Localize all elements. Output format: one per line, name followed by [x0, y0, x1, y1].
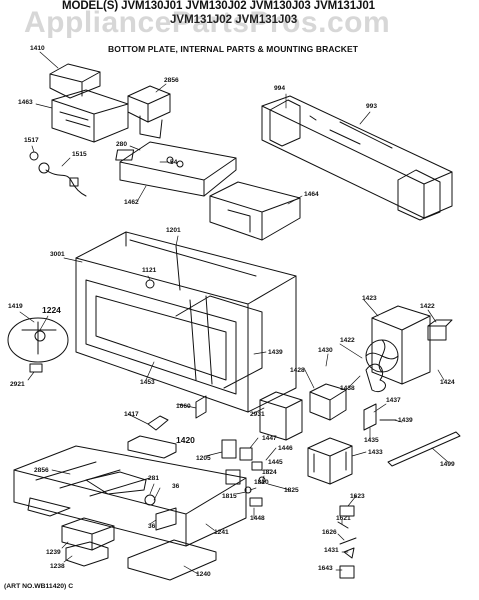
small-duct-part	[128, 86, 170, 138]
thermal-cutout-part	[364, 404, 396, 430]
callout-label: 1439	[398, 417, 413, 424]
callout-label: 1462	[124, 199, 139, 206]
callout-label: 994	[274, 85, 286, 92]
callout-label: 1439	[268, 349, 283, 356]
diode-fuse-parts	[338, 506, 356, 578]
callout-label: 1515	[72, 151, 87, 158]
watermark: AppliancePartsPros.com	[24, 6, 391, 39]
callout-label: 2856	[34, 467, 49, 474]
models-line-1: MODEL(S) JVM130J01 JVM130J02 JVM130J03 J…	[62, 0, 375, 12]
top-cover-part	[50, 64, 100, 98]
callout-label: 1445	[268, 459, 283, 466]
callout-label: 1453	[140, 379, 155, 386]
callout-label: 1240	[196, 571, 211, 578]
callout-label: 1410	[30, 45, 45, 52]
callout-label: 1424	[440, 379, 455, 386]
callout-label: 1428	[290, 367, 305, 374]
callout-label: 1446	[278, 445, 293, 452]
callout-label: 1422	[420, 303, 435, 310]
air-guide-part	[260, 392, 302, 440]
lamp-socket-part	[30, 152, 86, 196]
callout-label: 1239	[46, 549, 61, 556]
callout-label: 1438	[340, 385, 355, 392]
callout-label: 1810	[254, 479, 269, 486]
callout-label: 1448	[250, 515, 265, 522]
door-shelf-part	[128, 436, 176, 458]
callout-label: 1423	[362, 295, 377, 302]
callout-label: 1431	[324, 547, 339, 554]
latch-part	[148, 396, 206, 430]
callout-label: 1447	[262, 435, 277, 442]
grease-filter-part	[62, 518, 114, 566]
callout-label: 2921	[10, 381, 25, 388]
callout-label: 1499	[440, 461, 455, 468]
fan-blade-part	[366, 364, 385, 392]
callout-label: 54	[170, 159, 178, 166]
callout-label: 1660	[176, 403, 191, 410]
callout-label: 1623	[350, 493, 365, 500]
callout-label: 1205	[196, 455, 211, 462]
mounting-bracket-part	[262, 96, 452, 220]
diagram-subtitle: BOTTOM PLATE, INTERNAL PARTS & MOUNTING …	[108, 44, 359, 54]
turntable-part	[8, 318, 68, 372]
vent-grille-part	[128, 540, 216, 580]
callout-label: 1433	[368, 449, 383, 456]
capacitor-part	[310, 384, 346, 420]
callout-leader-lines	[20, 52, 448, 574]
callout-label: 1815	[222, 493, 237, 500]
callout-label: 1417	[124, 411, 139, 418]
bottom-plate-part	[14, 446, 246, 546]
callout-label: 1121	[142, 267, 157, 274]
art-number: (ART NO.WB11420) C	[4, 583, 74, 590]
models-line-2: JVM131J02 JVM131J03	[170, 14, 298, 26]
callout-label: 1435	[364, 437, 379, 444]
callout-label: 1825	[284, 487, 299, 494]
callout-label: 280	[116, 141, 128, 148]
callout-label: 1643	[318, 565, 333, 572]
callout-label: 36	[148, 523, 156, 530]
callout-label: 36	[172, 483, 180, 490]
callout-label: 1430	[318, 347, 333, 354]
transformer-part	[308, 438, 352, 484]
callout-label: 3001	[50, 251, 65, 258]
mounting-tray-part	[52, 90, 128, 142]
callout-label: 1241	[214, 529, 229, 536]
callout-label: 1419	[8, 303, 23, 310]
support-rod-part	[388, 432, 460, 466]
callout-label: 1420	[176, 435, 195, 445]
inner-plate-part	[116, 142, 236, 196]
callout-label: 1224	[42, 305, 61, 315]
callout-label: 1517	[24, 137, 39, 144]
callout-label: 1464	[304, 191, 319, 198]
cavity-housing-part	[76, 232, 296, 412]
callout-label: 2931	[250, 411, 265, 418]
fan-motor-part	[428, 320, 452, 340]
callout-label: 281	[148, 475, 160, 482]
callout-label: 1626	[322, 529, 337, 536]
callout-label: 1621	[336, 515, 351, 522]
callout-label: 2856	[164, 77, 179, 84]
callout-label: 1463	[18, 99, 33, 106]
callout-label: 1437	[386, 397, 401, 404]
callout-label: 1201	[166, 227, 181, 234]
callout-label: 1422	[340, 337, 355, 344]
callout-label: 1238	[50, 563, 65, 570]
air-duct-part	[210, 182, 300, 240]
fan-bracket-part	[366, 306, 430, 384]
callout-label: 993	[366, 103, 378, 110]
callout-label: 1824	[262, 469, 277, 476]
